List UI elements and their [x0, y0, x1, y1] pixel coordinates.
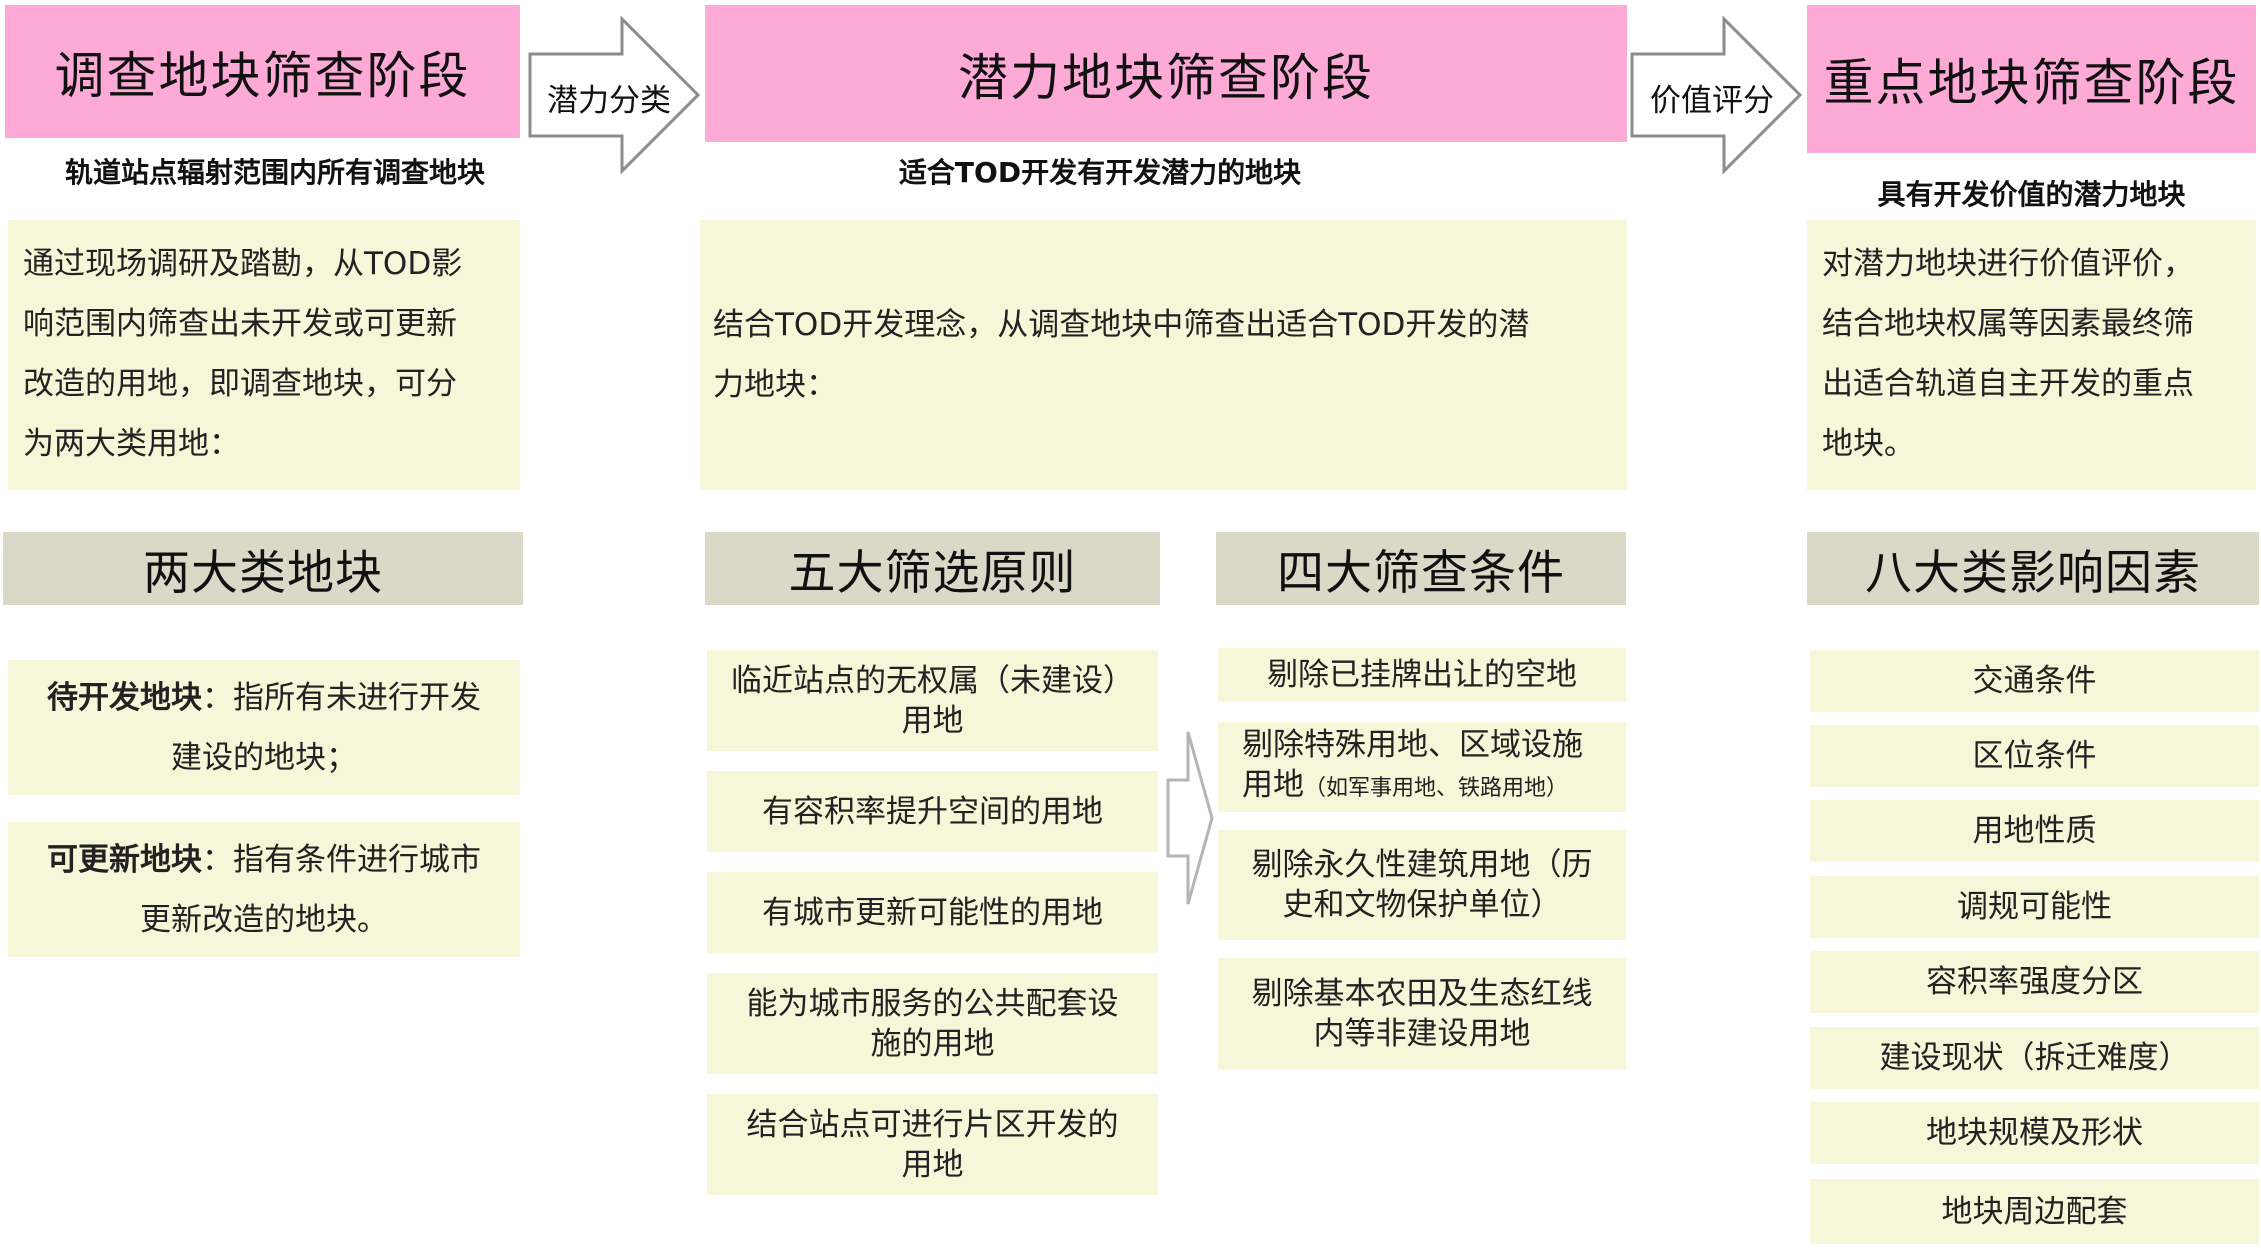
stage-3-header: 重点地块筛查阶段	[1807, 5, 2256, 153]
principle-item: 有城市更新可能性的用地	[707, 872, 1158, 953]
arrow-label-score: 价值评分	[1650, 82, 1774, 119]
factor-item: 调规可能性	[1810, 876, 2259, 938]
plot-type-renewable: 可更新地块：指有条件进行城市 更新改造的地块。	[8, 822, 520, 957]
factor-item: 容积率强度分区	[1810, 951, 2259, 1013]
principle-item: 结合站点可进行片区开发的 用地	[707, 1094, 1158, 1195]
stage-1-header: 调查地块筛查阶段	[5, 5, 520, 138]
plot-type-undeveloped: 待开发地块：指所有未进行开发 建设的地块；	[8, 660, 520, 795]
stage-2-subtitle: 适合TOD开发有开发潜力的地块	[898, 156, 1302, 189]
condition-item: 剔除已挂牌出让的空地	[1218, 648, 1626, 702]
section-four-conditions: 四大筛查条件	[1216, 532, 1626, 605]
factor-item: 用地性质	[1810, 800, 2259, 862]
stage-3-description: 对潜力地块进行价值评价， 结合地块权属等因素最终筛 出适合轨道自主开发的重点 地…	[1807, 220, 2256, 490]
arrow-right-icon	[1630, 16, 1803, 174]
condition-item: 剔除特殊用地、区域设施 用地（如军事用地、铁路用地）	[1218, 722, 1626, 812]
stage-2-description: 结合TOD开发理念，从调查地块中筛查出适合TOD开发的潜 力地块：	[700, 220, 1627, 490]
principle-item: 临近站点的无权属（未建设） 用地	[707, 650, 1158, 751]
stage-1-subtitle: 轨道站点辐射范围内所有调查地块	[64, 156, 485, 189]
section-eight-factors: 八大类影响因素	[1807, 532, 2259, 605]
stage-3-subtitle: 具有开发价值的潜力地块	[1877, 178, 2186, 211]
condition-note: （如军事用地、铁路用地）	[1304, 776, 1569, 801]
arrow-right-icon	[1166, 731, 1214, 905]
section-two-types: 两大类地块	[3, 532, 523, 605]
factor-item: 地块规模及形状	[1810, 1102, 2259, 1164]
stage-1-description: 通过现场调研及踏勘，从TOD影 响范围内筛查出未开发或可更新 改造的用地，即调查…	[8, 220, 520, 490]
factor-item: 交通条件	[1810, 650, 2259, 712]
factor-item: 地块周边配套	[1810, 1179, 2259, 1244]
principle-item: 能为城市服务的公共配套设 施的用地	[707, 973, 1158, 1074]
condition-item: 剔除基本农田及生态红线 内等非建设用地	[1218, 958, 1626, 1070]
factor-item: 区位条件	[1810, 725, 2259, 787]
principle-item: 有容积率提升空间的用地	[707, 771, 1158, 852]
arrow-label-classify: 潜力分类	[547, 82, 671, 119]
factor-item: 建设现状（拆迁难度）	[1810, 1027, 2259, 1089]
condition-item: 剔除永久性建筑用地（历 史和文物保护单位）	[1218, 830, 1626, 940]
arrow-right-icon	[528, 16, 701, 174]
section-five-principles: 五大筛选原则	[705, 532, 1160, 605]
stage-2-header: 潜力地块筛查阶段	[705, 5, 1627, 142]
